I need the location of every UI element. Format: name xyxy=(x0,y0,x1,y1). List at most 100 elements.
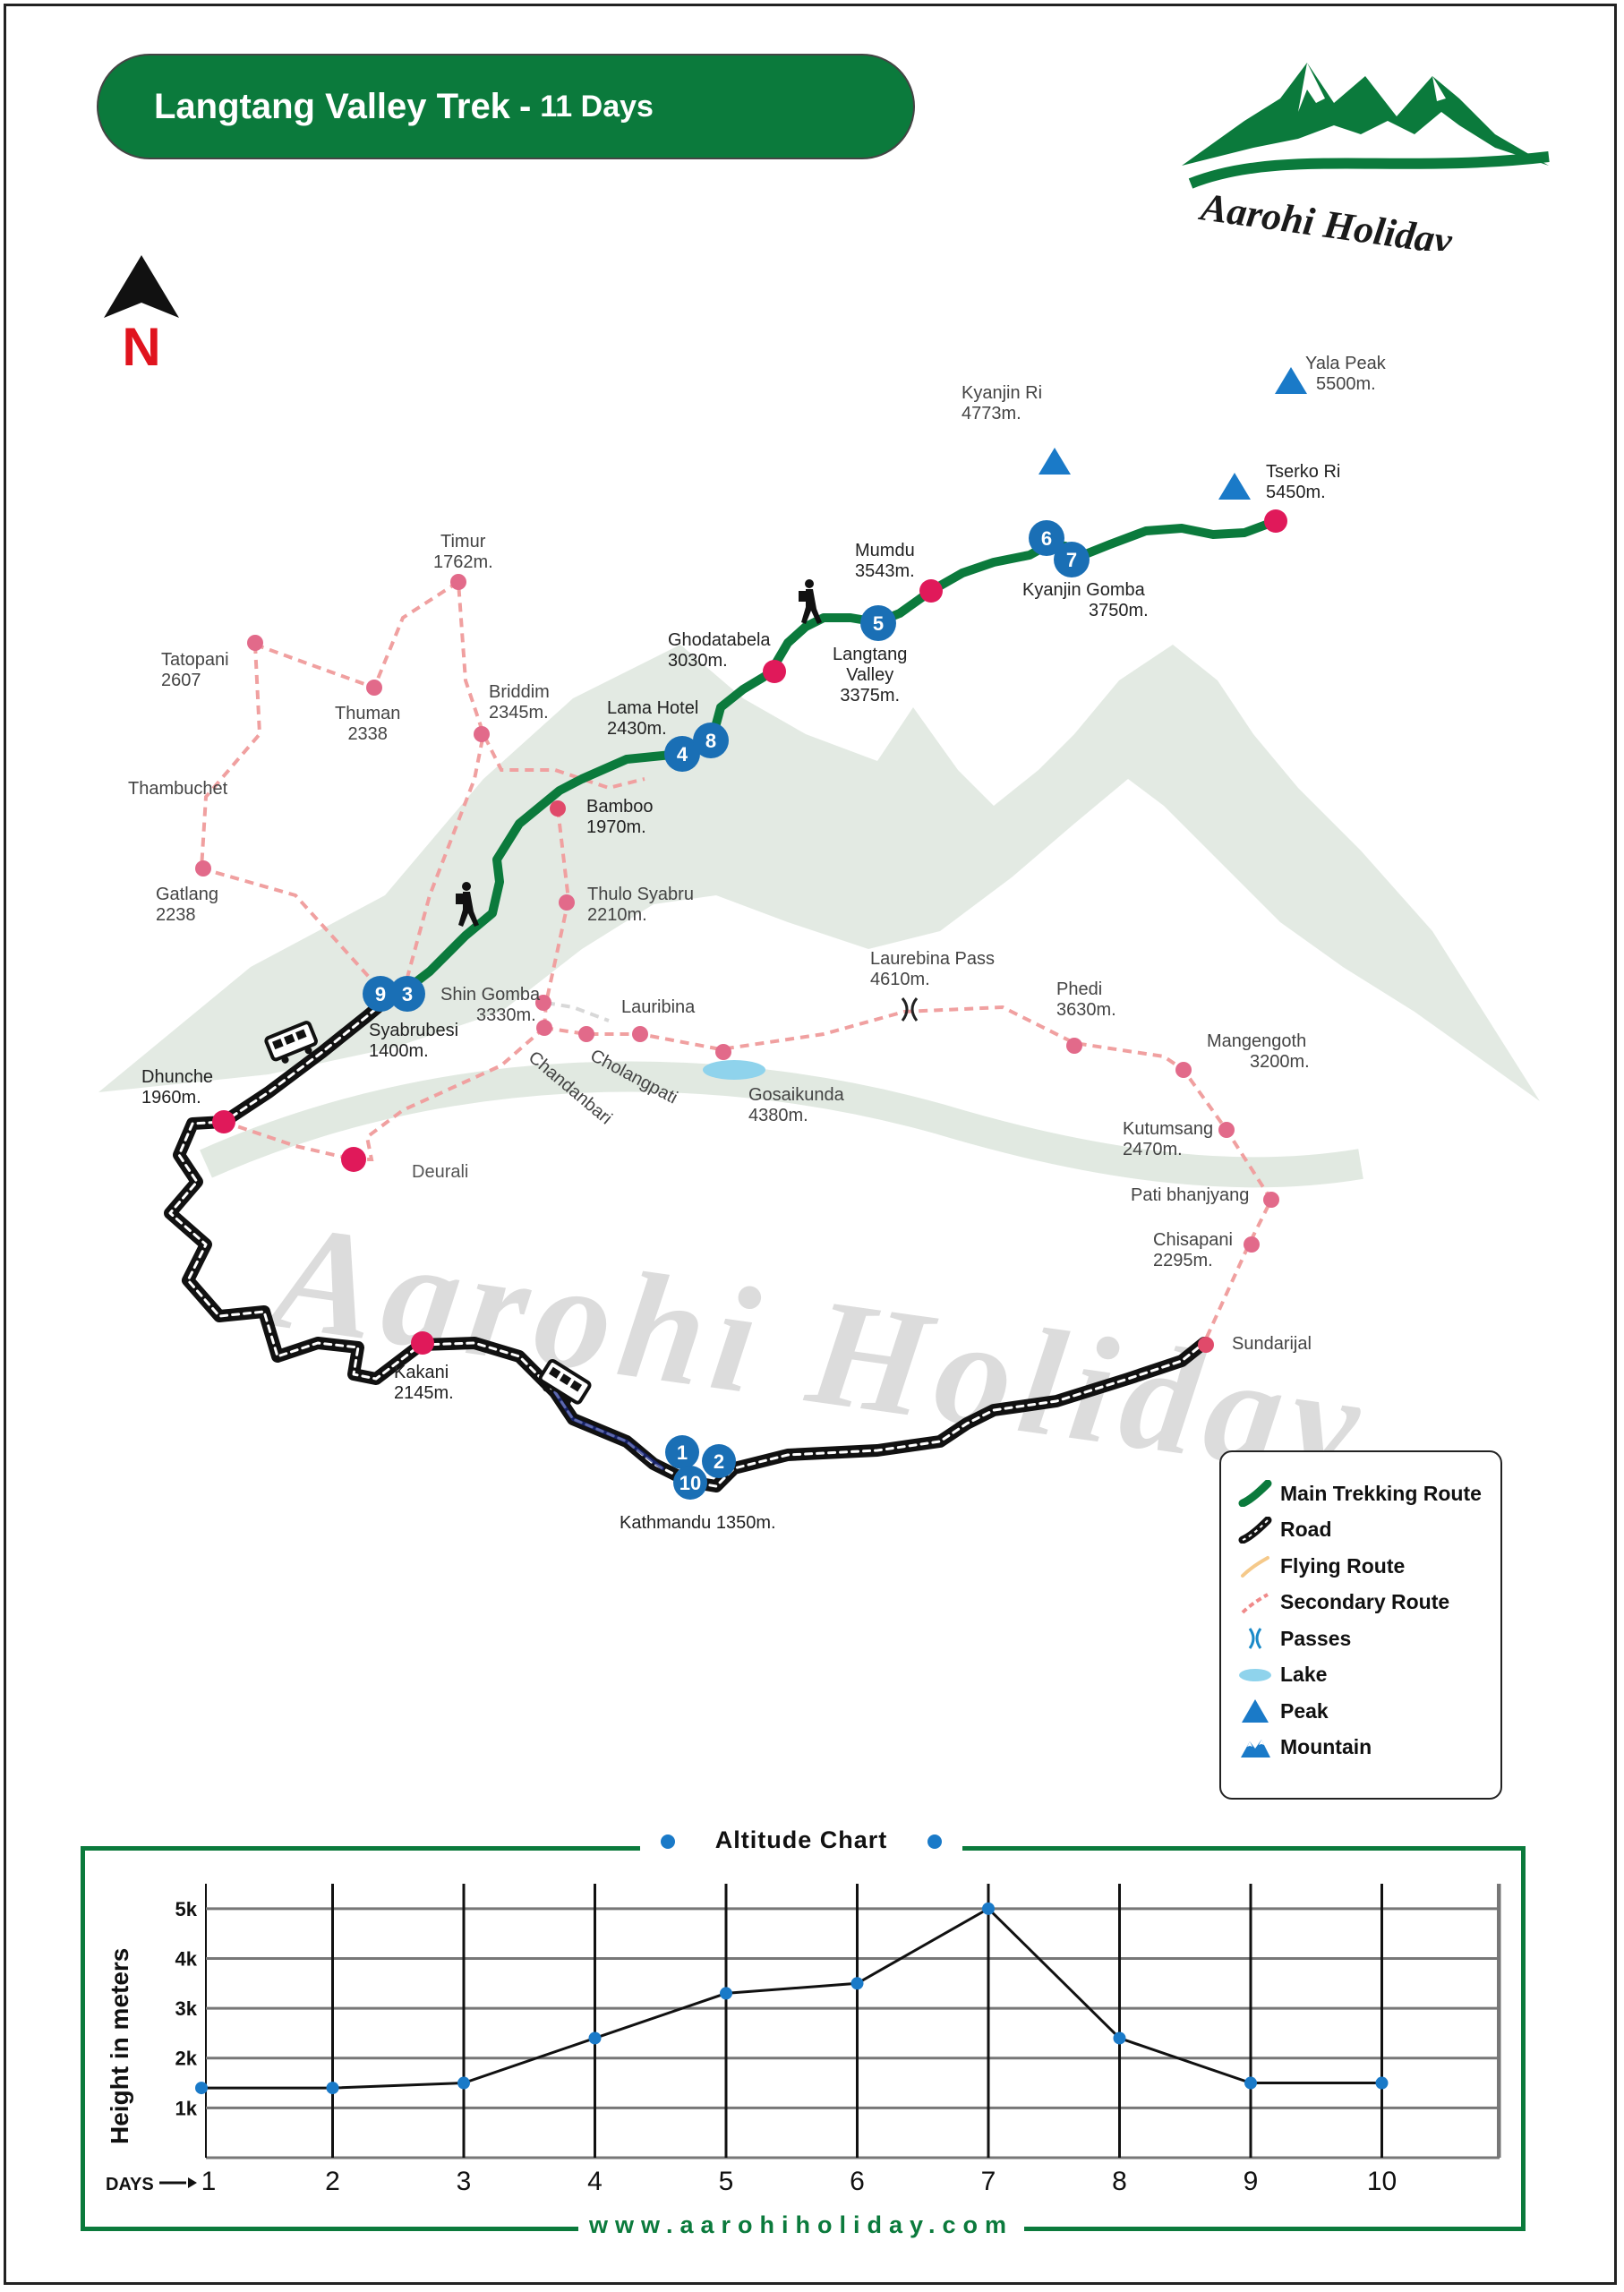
altitude-chart-title-wrap: Altitude Chart xyxy=(0,1826,1603,1854)
label-thambuchet: Thambuchet xyxy=(128,779,228,799)
day-stop: 7 xyxy=(1054,542,1090,577)
legend-item: Main Trekking Route xyxy=(1230,1475,1500,1512)
legend-item: Passes xyxy=(1230,1621,1500,1657)
altitude-point xyxy=(850,1977,864,1990)
svg-text:8: 8 xyxy=(705,730,716,752)
title-separator: - xyxy=(518,86,532,126)
bullet-icon xyxy=(660,1834,675,1849)
road-icon xyxy=(1238,1516,1272,1544)
mountain-icon xyxy=(1241,1739,1270,1757)
altitude-point xyxy=(588,2031,602,2045)
y-tick-label: 3k xyxy=(175,1997,198,2020)
x-tick-label: 9 xyxy=(1244,2167,1259,2196)
y-tick-label: 2k xyxy=(175,2048,198,2070)
y-tick-label: 5k xyxy=(175,1898,198,1920)
day-stop: 9 xyxy=(363,976,398,1012)
day-stop: 8 xyxy=(693,723,729,758)
peak-icon xyxy=(1218,473,1251,500)
legend-item: Peak xyxy=(1230,1693,1500,1730)
x-tick-label: 2 xyxy=(325,2167,340,2196)
day-stop: 5 xyxy=(860,605,896,641)
altitude-point xyxy=(1375,2076,1389,2090)
peak-icon xyxy=(1275,367,1307,394)
logo-text: Aarohi Holiday xyxy=(1196,184,1456,251)
watermark-mountains xyxy=(98,645,1540,1101)
peak-icon xyxy=(1039,448,1071,475)
altitude-chart-title: Altitude Chart xyxy=(639,1826,963,1853)
map-legend: Main Trekking Route Road Flying Route Se… xyxy=(1219,1450,1502,1800)
legend-item: Secondary Route xyxy=(1230,1585,1500,1621)
altitude-point xyxy=(457,2076,470,2090)
lake-icon xyxy=(1239,1668,1271,1681)
x-tick-label: 5 xyxy=(719,2167,734,2196)
altitude-point xyxy=(720,1987,732,2000)
secondary-route-icon xyxy=(1241,1593,1269,1614)
svg-text:6: 6 xyxy=(1041,527,1052,550)
place-markers xyxy=(195,574,1279,1353)
day-stop: 4 xyxy=(664,736,700,772)
trek-map: Aarohi Holiday xyxy=(98,367,1540,1511)
day-stop: 2 xyxy=(702,1444,736,1478)
page-frame xyxy=(4,4,1617,2285)
page-title: Langtang Valley Trek xyxy=(154,86,510,126)
svg-text:4: 4 xyxy=(677,743,688,765)
bus-icon xyxy=(264,1021,318,1064)
legend-item: Mountain xyxy=(1230,1730,1500,1766)
x-tick-label: 6 xyxy=(850,2167,865,2196)
pass-laurebina xyxy=(901,997,919,1022)
svg-text:7: 7 xyxy=(1066,549,1077,571)
day-stop: 3 xyxy=(389,976,425,1012)
title-banner: Langtang Valley Trek - 11 Days xyxy=(97,54,915,159)
x-tick-label: 4 xyxy=(587,2167,603,2196)
altitude-point xyxy=(1113,2031,1126,2045)
flying-route-icon xyxy=(1241,1556,1269,1578)
altitude-line xyxy=(201,1906,1382,2090)
x-axis-label: DAYS xyxy=(106,2175,154,2194)
mountain-logo-icon: Aarohi Holiday xyxy=(1182,63,1550,251)
x-axis-arrowhead xyxy=(188,2177,197,2188)
altitude-point xyxy=(195,2082,208,2095)
hiker-icon xyxy=(456,882,479,927)
label-sundarijal: Sundarijal xyxy=(1232,1334,1312,1354)
label-lauribina: Lauribina xyxy=(621,997,696,1017)
bus-icon xyxy=(538,1359,592,1406)
x-tick-label: 10 xyxy=(1367,2167,1397,2196)
x-tick-label: 3 xyxy=(457,2167,472,2196)
main-route-icon xyxy=(1238,1480,1272,1508)
y-tick-label: 1k xyxy=(175,2097,198,2119)
website-url[interactable]: www.aarohiholiday.com xyxy=(577,2211,1025,2238)
svg-text:9: 9 xyxy=(375,983,386,1005)
y-tick-label: 4k xyxy=(175,1947,198,1970)
svg-text:2: 2 xyxy=(714,1450,724,1473)
svg-text:1: 1 xyxy=(677,1441,688,1464)
north-arrow-icon: N xyxy=(104,255,179,376)
main-trekking-route xyxy=(394,517,1280,1000)
label-kathmandu: Kathmandu 1350m. xyxy=(620,1513,776,1533)
hiker-icon xyxy=(799,579,822,624)
trek-duration: 11 Days xyxy=(540,89,654,124)
legend-item: Lake xyxy=(1230,1657,1500,1694)
label-pati-bhanjyang: Pati bhanjyang xyxy=(1131,1185,1250,1205)
